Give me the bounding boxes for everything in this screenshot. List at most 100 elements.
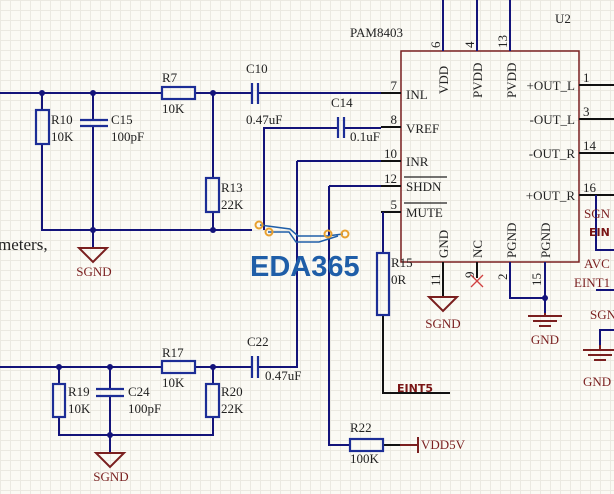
pin-name: INR [406, 154, 429, 169]
sgnd-symbol-2 [426, 296, 460, 313]
pin-name: VREF [406, 121, 439, 136]
r17-value: 10K [162, 375, 185, 390]
r20-ref: R20 [221, 384, 243, 399]
r19-value: 10K [68, 401, 91, 416]
vdd5v-symbol [400, 437, 419, 453]
pin-number: 12 [384, 171, 397, 186]
r17-ref: R17 [162, 345, 184, 360]
r15-value: 0R [391, 272, 407, 287]
pam8403-chip[interactable] [381, 0, 614, 298]
gnd-symbol-2 [583, 345, 614, 361]
eda365-watermark [254, 220, 350, 243]
sgnd-label: SGND [425, 316, 460, 331]
r15[interactable] [375, 251, 391, 317]
gnd-label: GND [531, 332, 559, 347]
c14[interactable] [336, 117, 346, 138]
pin-name: -OUT_R [529, 146, 576, 161]
r10[interactable] [34, 108, 51, 146]
pin-number: 9 [462, 272, 477, 279]
r7-ref: R7 [162, 70, 178, 85]
pin-name: PVDD [504, 63, 519, 98]
r22-ref: R22 [350, 420, 372, 435]
pin-name: +OUT_L [527, 78, 576, 93]
c22[interactable] [250, 356, 260, 378]
r17[interactable] [160, 359, 197, 375]
capacitors [80, 83, 346, 398]
r7[interactable] [160, 85, 197, 101]
pin-number: 8 [391, 112, 398, 127]
sgnd-symbol-3 [93, 452, 127, 469]
net-label-sgn: SGN [584, 206, 611, 221]
chip-part-label: PAM8403 [350, 25, 403, 40]
sgnd-label: SGND [76, 264, 111, 279]
pin-name: PGND [538, 223, 553, 258]
r15-ref: R15 [391, 255, 413, 270]
r10-value: 10K [51, 129, 74, 144]
net-label-eint5: EINT5 [397, 382, 433, 395]
pin-number: 15 [529, 273, 544, 286]
r13-value: 22K [221, 197, 244, 212]
pin-number: 10 [384, 146, 397, 161]
net-label-sgn: SGN [590, 307, 614, 322]
pin-number: 11 [428, 273, 443, 286]
c24[interactable] [96, 387, 124, 398]
wires [0, 90, 614, 452]
sgnd-label: SGND [93, 469, 128, 484]
pin-number: 14 [583, 138, 597, 153]
net-label-eint1: EINT1 [574, 275, 610, 290]
sgnd-symbol-1 [76, 247, 110, 264]
pin-name: INL [406, 87, 428, 102]
pin-name: PVDD [470, 63, 485, 98]
c15[interactable] [80, 118, 108, 128]
gnd-symbol-1 [528, 313, 562, 327]
r20[interactable] [204, 382, 221, 419]
c15-ref: C15 [111, 112, 133, 127]
nc-x-icon [470, 274, 484, 288]
pin-name: +OUT_R [526, 188, 576, 203]
pin-number: 6 [428, 41, 443, 48]
watermark-text: EDA365 [250, 251, 360, 283]
c22-ref: C22 [247, 334, 269, 349]
r13[interactable] [204, 176, 221, 214]
pin-name: GND [436, 230, 451, 258]
pin-number: 16 [583, 180, 597, 195]
c10[interactable] [250, 83, 260, 104]
pin-name: PGND [504, 223, 519, 258]
r20-value: 22K [221, 401, 244, 416]
c15-value: 100pF [111, 129, 144, 144]
chip-designator: U2 [555, 11, 571, 26]
c24-ref: C24 [128, 384, 150, 399]
pin-name: -OUT_L [530, 112, 576, 127]
c14-value: 0.1uF [350, 129, 380, 144]
r7-value: 10K [162, 101, 185, 116]
c24-value: 100pF [128, 401, 161, 416]
c22-value: 0.47uF [265, 368, 301, 383]
gnd-label: GND [583, 374, 611, 389]
resistors [34, 85, 391, 453]
pin-number: 7 [391, 78, 398, 93]
r10-ref: R10 [51, 112, 73, 127]
c10-ref: C10 [246, 61, 268, 76]
r22[interactable] [348, 437, 385, 453]
pin-name: NC [470, 240, 485, 258]
r13-ref: R13 [221, 180, 243, 195]
pin-number: 4 [462, 41, 477, 48]
power-symbols [76, 247, 614, 469]
partial-text: meters, [0, 235, 48, 254]
net-label-eint: EIN [589, 226, 610, 239]
c10-value: 0.47uF [246, 112, 282, 127]
vdd5v-label: VDD5V [421, 437, 466, 452]
net-label-avc: AVC [584, 256, 610, 271]
pin-name: SHDN [406, 179, 442, 194]
pin-name: VDD [436, 66, 451, 94]
pin-name: MUTE [406, 205, 443, 220]
pin-number: 3 [583, 104, 590, 119]
r19[interactable] [51, 382, 67, 419]
c14-ref: C14 [331, 95, 353, 110]
pin-number: 1 [583, 70, 590, 85]
r22-value: 100K [350, 451, 380, 466]
pin-number: 13 [495, 35, 510, 48]
r19-ref: R19 [68, 384, 90, 399]
pin-number: 2 [495, 274, 510, 281]
